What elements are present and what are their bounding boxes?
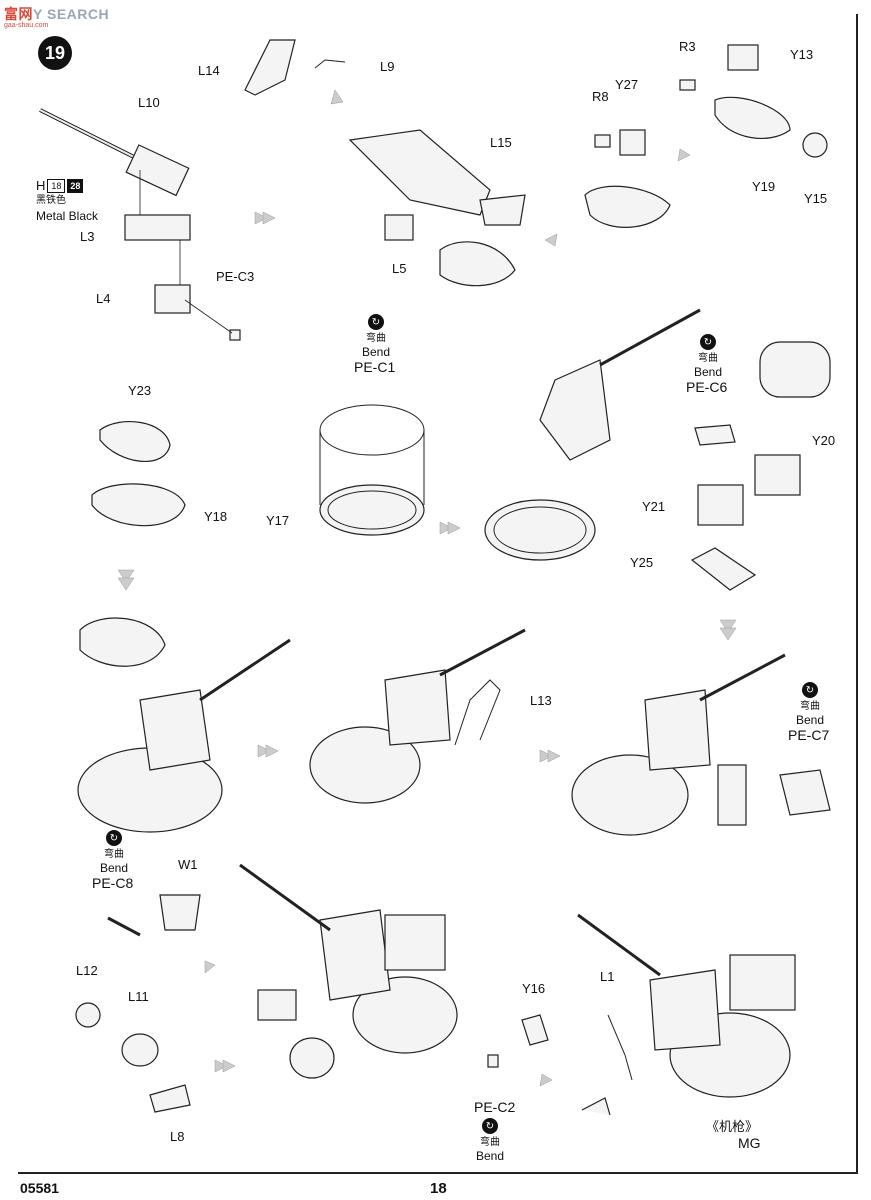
part-label-l4: L4 [96, 291, 111, 306]
bend-icon: ↻ [700, 334, 716, 350]
gun-assembly-l1 [577, 913, 796, 1116]
part-label-l9: L9 [380, 59, 395, 74]
part-label-l8: L8 [170, 1129, 185, 1144]
part-label-l3: L3 [80, 229, 95, 244]
part-label-l11: L11 [128, 989, 149, 1004]
part-label-y13: Y13 [790, 47, 814, 62]
paint-callout: H 18 28 [36, 178, 84, 193]
part-label-y23: Y23 [128, 383, 152, 398]
flow-arrows [117, 89, 737, 1087]
page-frame [18, 14, 858, 1174]
part-label-y20: Y20 [812, 433, 836, 448]
gun-assembly-l13 [309, 628, 526, 804]
part-label-y27: Y27 [615, 77, 639, 92]
part-label-pe-c6: PE-C6 [686, 379, 728, 395]
gun-assembly-l10 [39, 108, 241, 341]
product-code: 05581 [20, 1180, 59, 1196]
paint-name-en: Metal Black [36, 209, 99, 223]
pe-c8-w1-parts [107, 894, 201, 937]
part-label-w1: W1 [178, 857, 198, 872]
paint-number-2: 28 [67, 178, 84, 193]
shield-y23-y18 [91, 421, 186, 527]
part-label-l1: L1 [600, 969, 615, 984]
caption-cn: 《机枪》 [706, 1119, 759, 1134]
watermark-logo: 富网Y SEARCH [4, 6, 110, 22]
ammo-box-parts [690, 341, 831, 591]
part-label-l13: L13 [530, 693, 552, 708]
bend-label-en: Bend [796, 713, 825, 727]
part-label-l5: L5 [392, 261, 407, 276]
bend-label-en: Bend [476, 1149, 505, 1163]
bend-label-cn: 弯曲 [480, 1137, 500, 1148]
bend-icon: ↻ [106, 830, 122, 846]
ring-y17-pe-c1 [319, 404, 425, 536]
part-label-y17: Y17 [266, 513, 290, 528]
caption-en: MG [738, 1135, 761, 1151]
part-label-pe-c3: PE-C3 [216, 269, 255, 284]
part-label-y18: Y18 [204, 509, 228, 524]
gun-assembly-pe-c7 [571, 653, 831, 836]
part-l14-l9 [244, 39, 346, 96]
part-label-l10: L10 [138, 95, 160, 110]
part-label-y16: Y16 [522, 981, 546, 996]
bend-icon: ↻ [368, 314, 384, 330]
part-label-pe-c7: PE-C7 [788, 727, 830, 743]
bend-icon: ↻ [482, 1118, 498, 1134]
bend-label-cn: 弯曲 [104, 849, 124, 860]
step-number-badge: 19 [38, 36, 72, 70]
part-label-l12: L12 [76, 963, 98, 978]
part-label-pe-c8: PE-C8 [92, 875, 134, 891]
part-label-r3: R3 [679, 39, 696, 54]
bend-icon: ↻ [802, 682, 818, 698]
part-label-pe-c1: PE-C1 [354, 359, 396, 375]
part-label-l14: L14 [198, 63, 220, 78]
bend-label-en: Bend [694, 365, 723, 379]
watermark-url: gaa-shau.com [4, 22, 49, 29]
part-label-y25: Y25 [630, 555, 654, 570]
bend-label-en: Bend [100, 861, 129, 875]
part-label-y19: Y19 [752, 179, 776, 194]
page-number: 18 [430, 1180, 447, 1197]
mount-assembly-l15 [348, 129, 526, 287]
paint-number-1: 18 [47, 178, 66, 193]
part-label-y21: Y21 [642, 499, 666, 514]
paint-code: H [36, 178, 46, 193]
gun-assembly-ammo [239, 863, 458, 1079]
part-label-l15: L15 [490, 135, 512, 150]
bend-label-en: Bend [362, 345, 391, 359]
bend-label-cn: 弯曲 [698, 353, 718, 364]
paint-name-cn: 黑铁色 [36, 195, 66, 206]
gun-on-ring [484, 308, 701, 561]
part-label-y15: Y15 [804, 191, 828, 206]
gun-assembly-shield [77, 617, 291, 833]
part-label-r8: R8 [592, 89, 609, 104]
l11-l12-l8-parts [75, 1002, 191, 1113]
y16-pe-c2-parts [487, 1014, 549, 1068]
mount-assembly-y19 [584, 44, 828, 228]
part-label-pe-c2: PE-C2 [474, 1099, 516, 1115]
bend-label-cn: 弯曲 [366, 333, 386, 344]
bend-label-cn: 弯曲 [800, 701, 820, 712]
